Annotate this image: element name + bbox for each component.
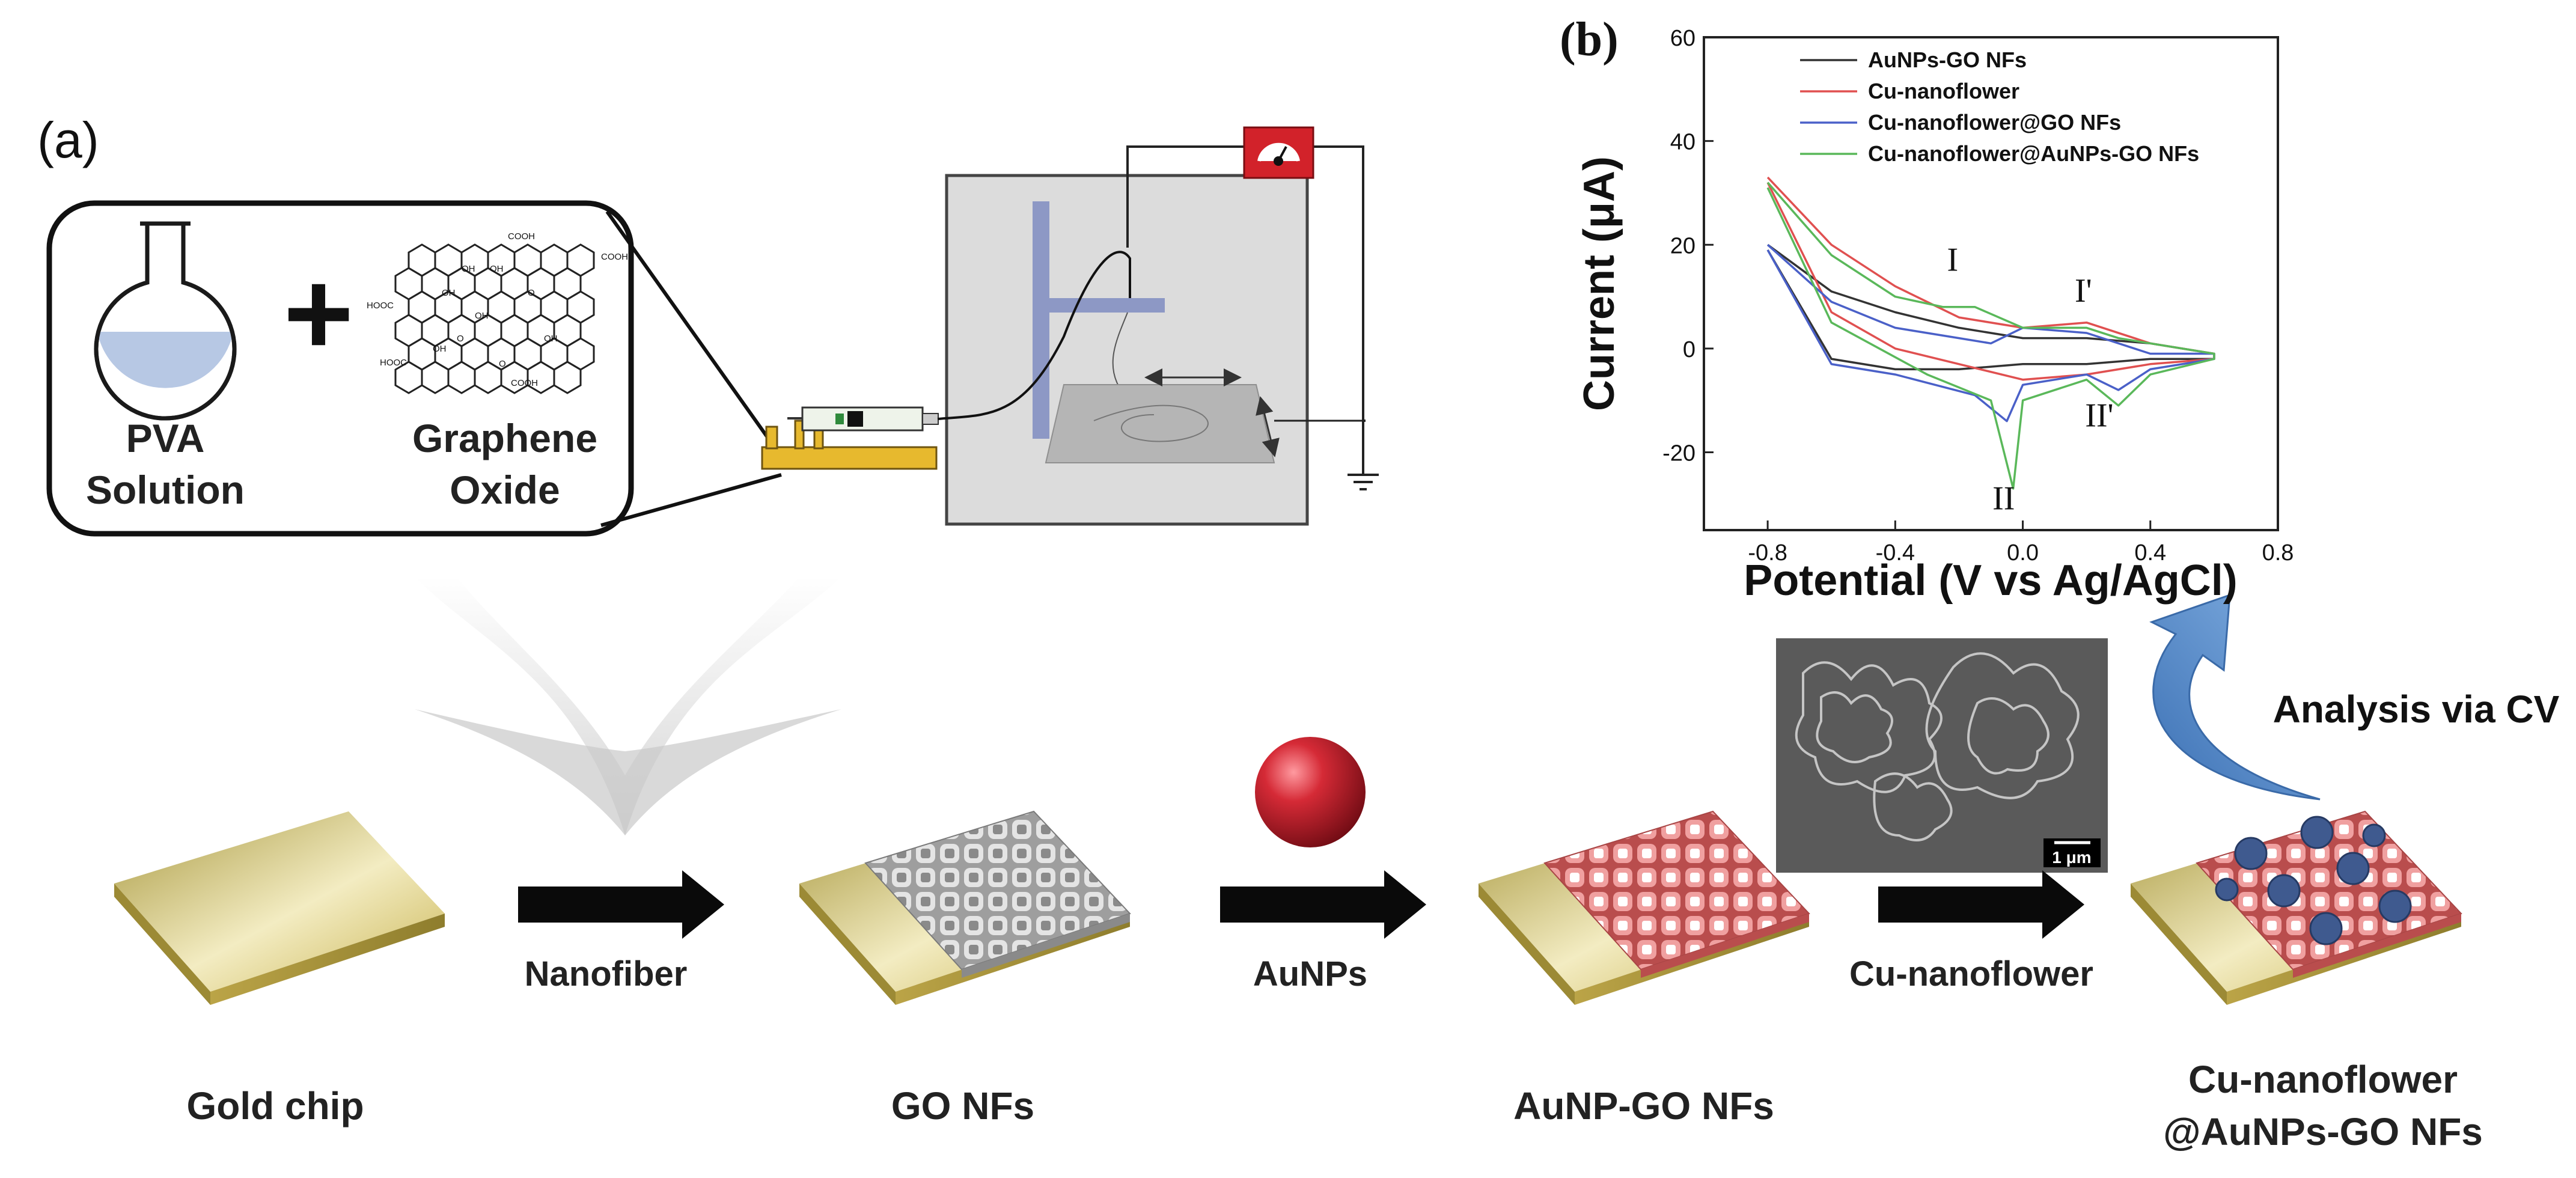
panel-b-label: (b) [1560,13,1619,66]
x-tick-label: 0.8 [2262,540,2294,566]
y-tick-label: 40 [1670,130,1695,155]
legend-label: Cu-nanoflower@GO NFs [1868,110,2121,135]
molecule-group: OH [490,264,504,274]
chart-xlabel: Potential (V vs Ag/AgCl) [1744,557,2237,605]
stage-label-cu-nanoflower: Cu-nanoflower [2188,1058,2458,1101]
go-label-line2: Oxide [450,468,560,512]
syringe-pump-icon [761,406,939,470]
y-tick-label: 20 [1670,233,1695,258]
stage-label-aunps-go-nfs: @AuNPs-GO NFs [2163,1110,2483,1153]
arrow-label-nanofiber: Nanofiber [525,954,688,993]
arrow-label-cu-nanoflower: Cu-nanoflower [1849,954,2093,993]
peak-annotation: I' [2075,272,2092,310]
molecule-group: OH [462,264,475,274]
y-tick-label: -20 [1662,441,1695,466]
process-arrow-3-icon [1878,870,2084,939]
molecule-group: HOOC [367,301,394,311]
molecule-group: COOH [601,252,628,262]
legend-label: AuNPs-GO NFs [1868,47,2027,72]
peak-annotation: II [1992,480,2015,517]
molecule-group: O [528,288,535,298]
molecule-group: OH [475,311,489,321]
graphene-oxide-molecule-icon [394,243,595,394]
stage-label-gold-chip: Gold chip [186,1084,364,1128]
analysis-via-cv-label: Analysis via CV [2273,688,2560,731]
y-tick-label: 0 [1683,337,1695,362]
stage-label-aunp-go-nfs: AuNP-GO NFs [1513,1084,1774,1128]
molecule-group: OH [442,288,456,298]
go-nfs-chip-icon [799,810,1131,1005]
peak-annotation: I [1947,241,1959,278]
electrospinning-apparatus [761,126,1379,526]
cu-nanoflower-aunps-go-nfs-chip-icon [2131,810,2462,1005]
aunp-sphere-icon [1255,737,1366,847]
molecule-group: HOOC [380,358,407,368]
legend-label: Cu-nanoflower@AuNPs-GO NFs [1868,141,2199,166]
y-tick-label: 60 [1670,26,1695,51]
x-tick-label: 0.0 [2007,540,2039,566]
x-tick-label: -0.4 [1876,540,1915,566]
series-line-4 [1766,182,2215,490]
pva-flask-icon [94,221,237,421]
voltage-meter-icon [1243,126,1314,179]
materials-inset: PVA Solution + COOH COOH COOH HOOC [46,200,634,537]
funnel-down-arrow-icon [415,577,841,835]
molecule-group: O [457,334,464,344]
arrow-label-aunps: AuNPs [1253,954,1367,993]
zoom-line-bottom [600,473,782,527]
molecule-group-labels: COOH COOH COOH HOOC HOOC OH OH OH OH OH … [367,231,628,388]
pva-label-line1: PVA [126,416,205,460]
molecule-group: OH [433,344,447,354]
molecule-group: OH [544,334,558,344]
chart-ylabel: Current (μA) [1575,156,1623,411]
legend-label: Cu-nanoflower [1868,79,2019,103]
gold-chip-icon [114,811,445,1005]
plus-sign: + [284,246,354,380]
cv-analysis-arrow-icon [2149,593,2321,801]
sem-scale-label: 1 μm [2052,848,2091,867]
peak-annotation: II' [2085,397,2113,434]
pva-label-line2: Solution [86,468,245,512]
stage-label-go-nfs: GO NFs [891,1084,1034,1128]
zoom-line-top [605,210,783,458]
panel-a-label: (a) [37,112,99,168]
molecule-group: O [499,359,506,369]
molecule-group: COOH [511,378,538,388]
sem-nanoflower-image: 1 μm [1776,638,2108,873]
x-tick-label: -0.8 [1748,540,1787,566]
x-tick-label: 0.4 [2134,540,2166,566]
process-arrow-1-icon [518,870,724,939]
process-arrow-2-icon [1220,870,1426,939]
molecule-group: COOH [508,231,535,242]
go-label-line1: Graphene [412,416,597,460]
chart-plot-frame [1703,36,2279,531]
aunp-go-nfs-chip-icon [1479,810,1810,1005]
